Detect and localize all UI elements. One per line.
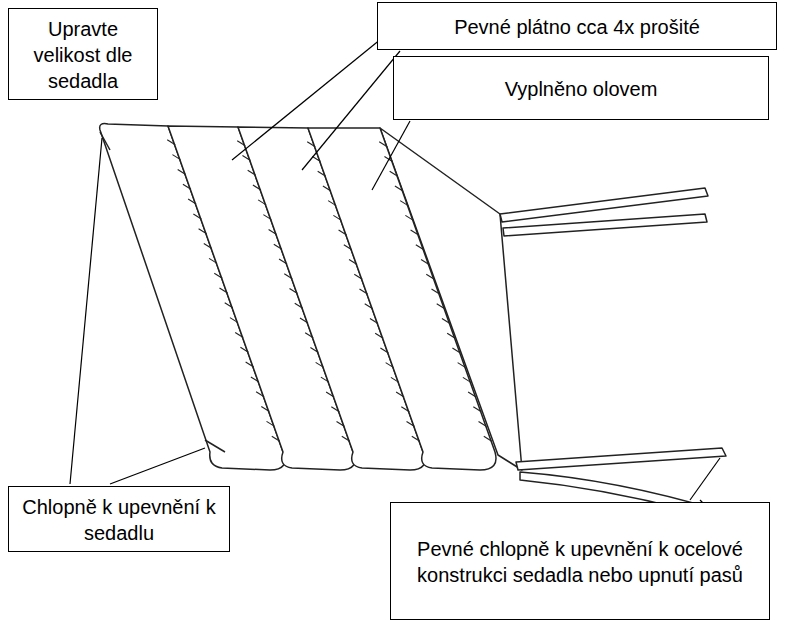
lead-roll	[308, 128, 496, 470]
strap	[503, 214, 707, 236]
callout-text: Pevné plátno cca 4x prošité	[388, 14, 766, 40]
callout-box: Pevné chlopně k upevnění k ocelové konst…	[390, 502, 770, 620]
stitching	[167, 140, 492, 441]
strap	[516, 448, 726, 470]
callout-box: Upravte velikost dle sedadla	[8, 8, 158, 100]
callout-text: Chlopně k upevnění k sedadlu	[19, 494, 219, 546]
callout-box: Vyplněno olovem	[393, 56, 769, 120]
callout-box: Pevné plátno cca 4x prošité	[377, 2, 777, 50]
flap-edge	[205, 440, 225, 452]
callout-text: Pevné chlopně k upevnění k ocelové konst…	[401, 536, 759, 588]
callout-box: Chlopně k upevnění k sedadlu	[8, 486, 230, 552]
callout-text: Vyplněno olovem	[404, 76, 758, 102]
callout-text: Upravte velikost dle sedadla	[19, 16, 147, 94]
